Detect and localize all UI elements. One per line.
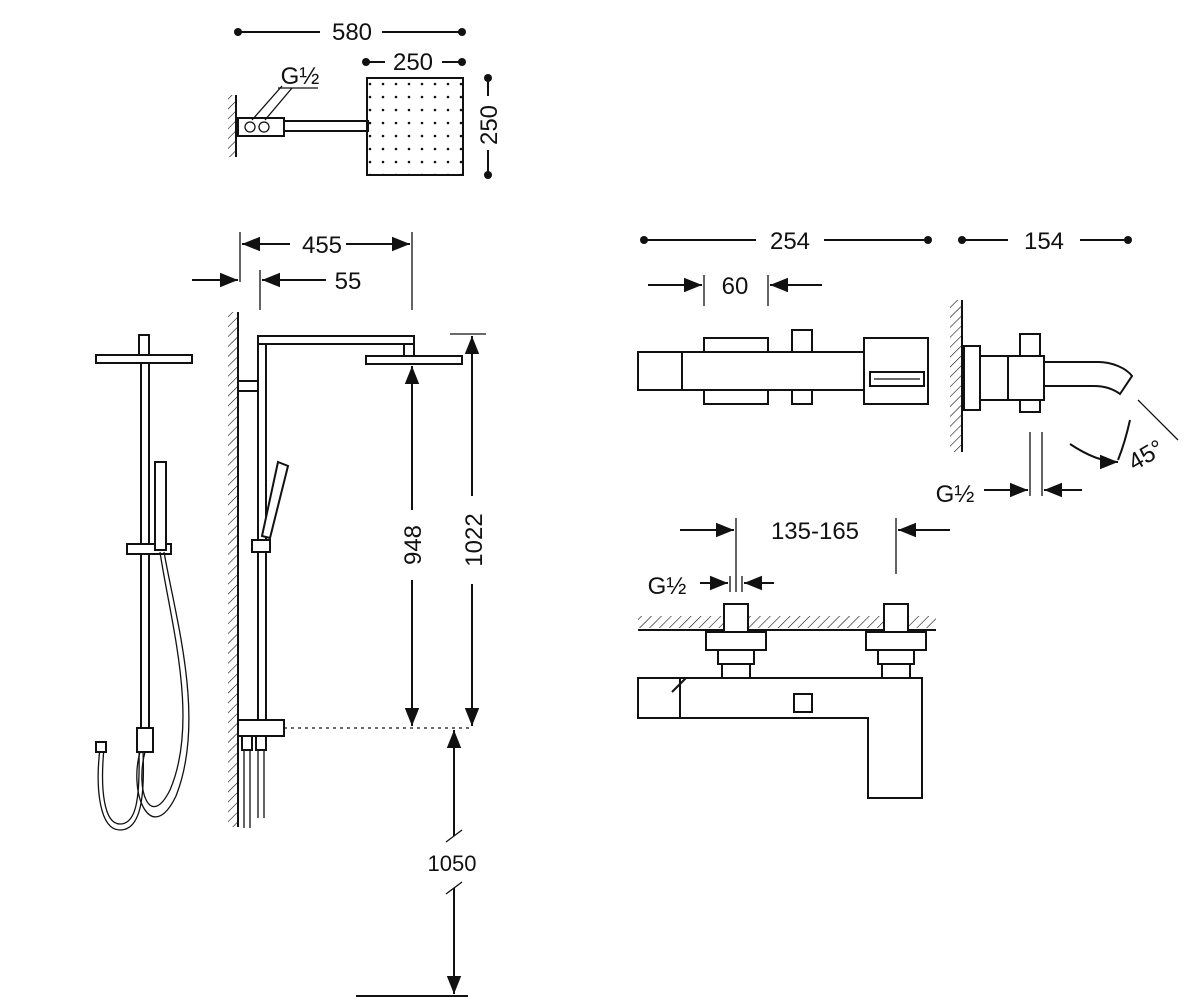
- side-bracket: [237, 380, 259, 392]
- column-front-view: [95, 334, 193, 831]
- dim-455: 455: [239, 232, 413, 310]
- mixer-body-front: [637, 677, 923, 799]
- dim-60-label: 60: [722, 273, 749, 300]
- dim-250-width-label: 250: [393, 49, 433, 76]
- dim-254: 254: [640, 228, 932, 255]
- wall-hatch: [228, 95, 236, 157]
- dim-1022-label: 1022: [461, 513, 488, 566]
- dim-135-165-label: 135-165: [771, 518, 859, 545]
- angle-label: 45°: [1124, 435, 1169, 477]
- dim-60: 60: [648, 273, 822, 306]
- side-arm: [257, 335, 415, 345]
- side-wall: [228, 312, 238, 827]
- front-head: [95, 354, 193, 364]
- dim-154-label: 154: [1024, 228, 1064, 255]
- front-bottom-connector: [136, 727, 154, 753]
- dim-455-label: 455: [302, 232, 342, 259]
- dim-250-depth: 250: [476, 74, 503, 179]
- mixer-front-view: 135-165 G½: [637, 518, 950, 799]
- shower-arm: [283, 120, 369, 132]
- dim-250-width: 250: [362, 49, 466, 76]
- side-bottom-box: [237, 719, 285, 737]
- dim-948-label: 948: [400, 525, 427, 565]
- spout: [1043, 361, 1134, 396]
- front-slider: [126, 543, 172, 555]
- dim-1050: 1050: [356, 730, 477, 997]
- dim-580-label: 580: [332, 19, 372, 46]
- dim-580: 580: [234, 19, 466, 46]
- side-handshower: [260, 460, 290, 540]
- mixer-top-view: 254 154 60: [637, 228, 1179, 508]
- dim-55: 55: [192, 268, 361, 310]
- mixer-wall: [950, 300, 962, 452]
- top-view: 580 250 250 G½: [228, 19, 503, 179]
- shower-head-plan: [366, 77, 464, 176]
- spout-connection-label: G½: [936, 481, 975, 508]
- dim-1050-label: 1050: [428, 851, 477, 876]
- dim-254-label: 254: [770, 228, 810, 255]
- spout-block: [1007, 355, 1045, 401]
- dim-154: 154: [958, 228, 1132, 255]
- top-view-connection-label: G½: [281, 63, 320, 90]
- dim-1022: 1022: [450, 333, 488, 726]
- dim-250-depth-label: 250: [476, 105, 503, 145]
- dim-948: 948: [400, 366, 427, 726]
- dim-g12-front: G½: [648, 573, 774, 600]
- diverter-knob: [793, 693, 813, 713]
- dim-135-165: 135-165: [680, 518, 950, 592]
- dim-55-label: 55: [335, 268, 362, 295]
- side-head: [365, 355, 463, 365]
- front-wall: [638, 616, 936, 628]
- front-handshower: [154, 461, 167, 551]
- front-connection-label: G½: [648, 573, 687, 600]
- column-side-view: 455 55 948 1022 1050: [192, 232, 488, 997]
